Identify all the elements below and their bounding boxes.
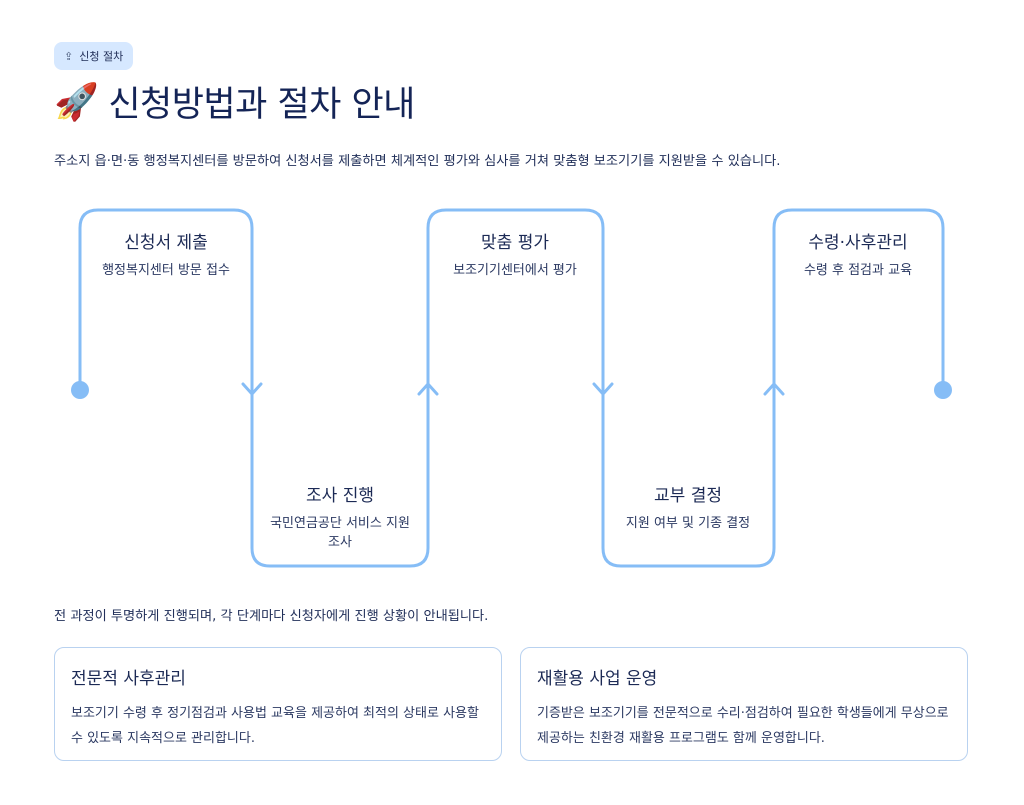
section-badge: ⇪ 신청 절차 (54, 42, 134, 70)
step-description: 행정복지센터 방문 접수 (102, 263, 230, 278)
step-title: 교부 결정 (654, 486, 722, 506)
step-description: 보조기기센터에서 평가 (453, 263, 577, 278)
badge-label: 신청 절차 (79, 50, 124, 63)
arrow-up-icon (417, 382, 439, 396)
flow-step-investigation: 조사 진행 국민연금공단 서비스 지원조사 (265, 481, 415, 552)
card-title: 전문적 사후관리 (71, 669, 186, 689)
flow-connector-line (78, 208, 945, 568)
step-title: 수령·사후관리 (808, 233, 908, 253)
arrow-up-icon (763, 382, 785, 396)
step-title: 맞춤 평가 (481, 233, 549, 253)
arrow-down-icon (592, 382, 614, 396)
flow-step-application: 신청서 제출 행정복지센터 방문 접수 (91, 228, 241, 280)
page-title: 🚀 신청방법과 절차 안내 (54, 76, 415, 127)
arrow-down-icon (241, 382, 263, 396)
info-card-recycling: 재활용 사업 운영 기증받은 보조기기를 전문적으로 수리·점검하여 필요한 학… (520, 647, 968, 761)
step-title: 신청서 제출 (124, 233, 208, 253)
card-description: 기증받은 보조기기를 전문적으로 수리·점검하여 필요한 학생들에게 무상으로 … (537, 706, 949, 746)
flow-end-dot (934, 381, 952, 399)
rocket-emoji-icon: 🚀 (54, 81, 99, 123)
card-title: 재활용 사업 운영 (537, 669, 658, 689)
rocket-icon: ⇪ (64, 49, 74, 63)
flow-start-dot (71, 381, 89, 399)
step-description: 국민연금공단 서비스 지원조사 (270, 516, 410, 550)
step-description: 수령 후 점검과 교육 (803, 263, 913, 278)
flow-step-decision: 교부 결정 지원 여부 및 기종 결정 (613, 481, 763, 533)
flow-step-receipt: 수령·사후관리 수령 후 점검과 교육 (783, 228, 933, 280)
intro-text: 주소지 읍·면·동 행정복지센터를 방문하여 신청서를 제출하면 체계적인 평가… (54, 154, 781, 169)
summary-text: 전 과정이 투명하게 진행되며, 각 단계마다 신청자에게 진행 상황이 안내됩… (54, 609, 489, 624)
step-title: 조사 진행 (306, 486, 374, 506)
card-description: 보조기기 수령 후 정기점검과 사용법 교육을 제공하여 최적의 상태로 사용할… (71, 706, 479, 746)
flow-step-evaluation: 맞춤 평가 보조기기센터에서 평가 (440, 228, 590, 280)
step-description: 지원 여부 및 기종 결정 (625, 516, 751, 531)
page-title-text: 신청방법과 절차 안내 (108, 85, 415, 125)
info-card-aftercare: 전문적 사후관리 보조기기 수령 후 정기점검과 사용법 교육을 제공하여 최적… (54, 647, 502, 761)
